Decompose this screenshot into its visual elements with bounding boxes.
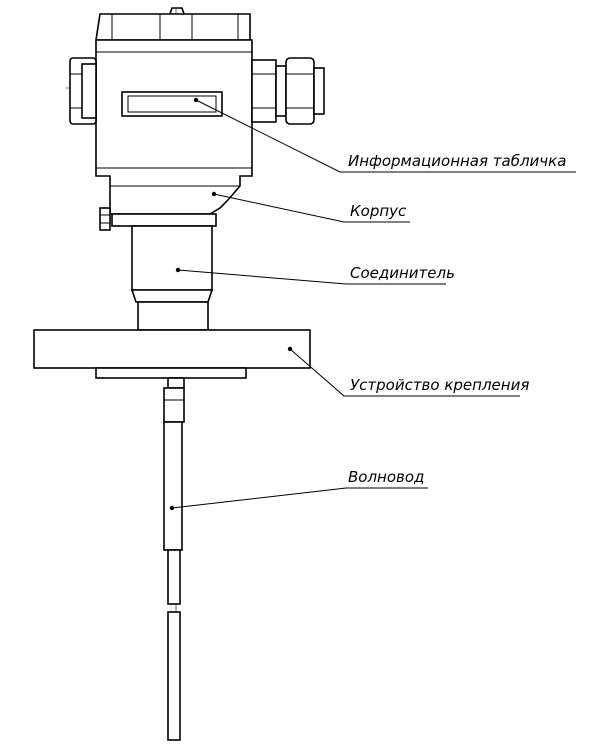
right-cable-gland [251,57,325,125]
label-info-plate: Информационная табличка [348,152,566,170]
label-housing: Корпус [350,202,407,220]
ground-screw [99,207,111,231]
info-plate-inner [127,95,217,113]
mounting-flange [33,329,311,379]
left-cable-gland [69,57,97,125]
label-connector: Соединитель [350,264,455,282]
housing-body [95,39,253,215]
connector-body [111,213,217,331]
label-mounting: Устройство крепления [350,376,529,394]
leader-waveguide [169,487,428,511]
leader-info-plate [193,97,576,173]
leader-housing [211,191,410,223]
label-waveguide: Волновод [348,468,424,486]
waveguide-rod [163,377,185,741]
leader-connector [175,267,446,285]
leader-mounting [287,346,520,397]
top-cover [95,7,251,41]
